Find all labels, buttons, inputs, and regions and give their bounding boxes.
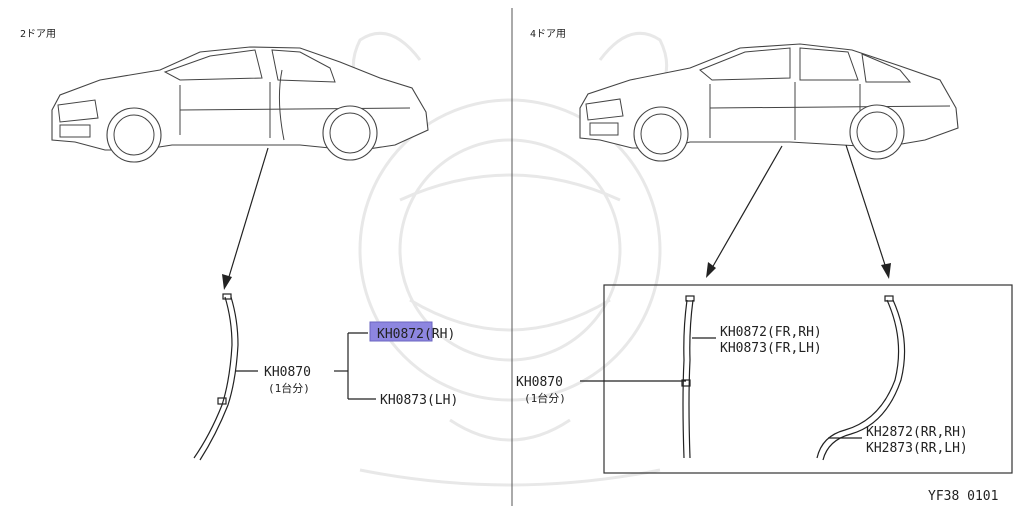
- right-detail-frame: [603, 284, 1013, 474]
- right-part-total-sub: (1台分): [524, 391, 566, 405]
- car-2door-front-rim: [113, 114, 155, 156]
- right-arrow-rear-line: [845, 144, 887, 269]
- car-4door-rear-rim: [856, 111, 898, 153]
- left-part-total-label: KH0870: [264, 365, 311, 380]
- right-front-weatherstrip: [681, 295, 695, 459]
- car-4door-rear-wheel: [849, 104, 905, 160]
- left-arrow-line: [227, 147, 269, 281]
- left-weatherstrip-part: [193, 293, 239, 461]
- left-part-total-sub: (1台分): [268, 381, 310, 395]
- right-front-lh-label[interactable]: KH0873(FR,LH): [720, 341, 822, 356]
- car-2door-front-wheel: [106, 107, 162, 163]
- left-arrow-head: [222, 274, 232, 290]
- watermark-crest: [351, 31, 669, 487]
- left-part-rh-label[interactable]: KH0872(RH): [377, 327, 455, 342]
- car-4door-front-wheel: [633, 106, 689, 162]
- right-front-rh-label[interactable]: KH0872(FR,RH): [720, 325, 822, 340]
- car-2door-rear-wheel: [322, 105, 378, 161]
- right-panel-title: 4ドア用: [530, 29, 566, 40]
- right-arrow-front-line: [711, 145, 783, 269]
- figure-code: YF38 0101: [928, 489, 998, 504]
- car-4door-front-rim: [640, 113, 682, 155]
- car-2door-rear-rim: [329, 112, 371, 154]
- left-part-lh-label[interactable]: KH0873(LH): [380, 393, 458, 408]
- left-panel-title: 2ドア用: [20, 29, 56, 40]
- right-rear-rh-label[interactable]: KH2872(RR,RH): [866, 425, 968, 440]
- highlight-box: [369, 321, 433, 342]
- right-rear-lh-label[interactable]: KH2873(RR,LH): [866, 441, 968, 456]
- right-arrow-rear-head: [881, 263, 891, 279]
- right-part-total-label: KH0870: [516, 375, 563, 390]
- right-arrow-front-head: [706, 262, 716, 278]
